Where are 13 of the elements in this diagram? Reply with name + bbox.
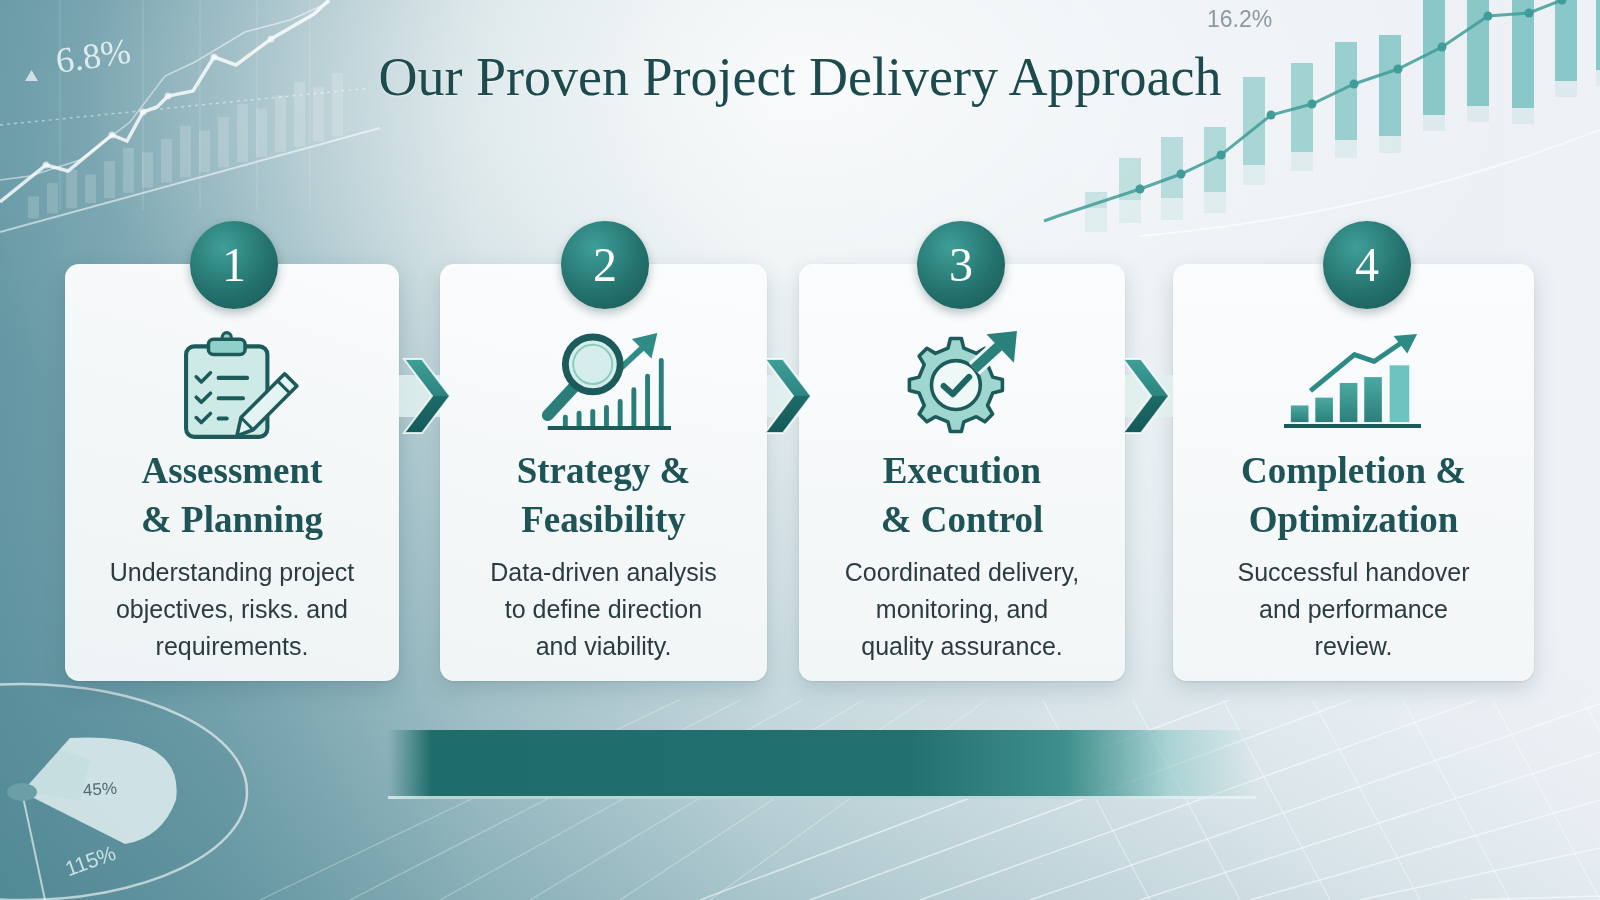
chart-value-label: 6.8%	[53, 29, 134, 82]
step-title: Strategy & Feasibility	[515, 449, 692, 542]
slide-title: Our Proven Project Delivery Approach	[378, 46, 1222, 109]
step-title: Assessment & Planning	[140, 449, 324, 542]
step-title: Execution & Control	[879, 449, 1045, 542]
step-title: Completion & Optimization	[1239, 449, 1468, 542]
chart-value-label: 115%	[61, 840, 120, 882]
step-description: Data-driven analysis to define direction and viability.	[489, 557, 718, 662]
step-description: Understanding project objectives, risks. and requirements.	[108, 557, 356, 662]
chart-value-label: 45%	[82, 778, 118, 801]
step-description: Coordinated delivery, monitoring, and quality assurance.	[843, 557, 1081, 662]
chart-value-label: 16.2%	[1207, 6, 1273, 33]
step-description: Successful handover and performance review.	[1236, 557, 1471, 662]
